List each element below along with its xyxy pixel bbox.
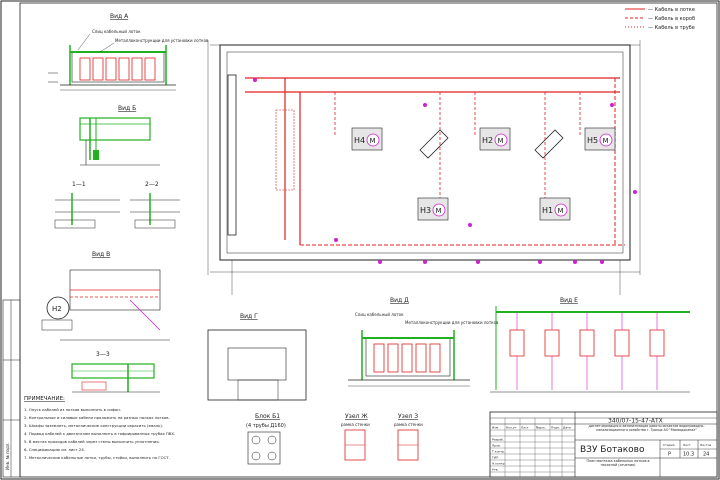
tb-role-ncontrol: Н.контр.	[492, 462, 505, 466]
section-1-title: 1—1	[72, 181, 86, 188]
view-a-tray-label: Слиц кабельный лоток	[92, 29, 141, 34]
stamp-label: Инв. № подл.	[5, 442, 10, 470]
view-v: Вид В Н2	[41, 251, 170, 341]
drawing-frame	[19, 2, 718, 478]
block-title: Блок Б1	[255, 413, 280, 420]
node-zh-sub: рамка стенки	[341, 422, 370, 427]
note-3: 3. Шкафы заземлить, металлические констр…	[24, 423, 163, 428]
motor-n2-label: Н2	[482, 136, 493, 145]
view-e-title: Вид Е	[560, 297, 578, 304]
tb-role-approve: Утв.	[492, 468, 498, 472]
notes-header: ПРИМЕЧАНИЕ:	[24, 396, 65, 402]
motor-n4-label: Н4	[354, 136, 365, 145]
section-2-title: 2—2	[145, 181, 159, 188]
tb-col-izm: Изм.	[492, 426, 499, 430]
legend: — Кабель в лотке — Кабель в короб — Кабе…	[625, 7, 695, 31]
binding-stamp: Инв. № подл.	[2, 299, 21, 478]
note-2: 2. Контрольные и силовые кабели проложит…	[24, 415, 170, 420]
motor-n3-label: Н3	[420, 206, 431, 215]
tb-object: ВЗУ Ботаково	[580, 445, 645, 455]
tb-description: Диспетчеризация и автоматизация работы о…	[588, 425, 705, 432]
motor-n5-symbol: М	[603, 137, 609, 145]
tb-code: 340/07-15-47-АТХ	[608, 418, 663, 425]
legend-item-box: — Кабель в короб	[648, 16, 695, 22]
view-d-title: Вид Д	[390, 297, 409, 304]
notes: ПРИМЕЧАНИЕ: 1. Опуск кабелей из лотков в…	[24, 396, 175, 460]
view-a-title: Вид А	[110, 13, 129, 20]
motor-n2-symbol: М	[498, 137, 504, 145]
tb-sheet-value: 10.3	[683, 452, 694, 458]
tb-sheet-label: Лист	[683, 443, 691, 447]
tb-col-doc: №док.	[536, 426, 546, 430]
tb-role-gip: ГИП	[492, 456, 498, 460]
view-a: Вид А Слиц кабельный лоток Металлоконстр…	[48, 13, 209, 91]
motor-n5: Н5 М	[584, 127, 616, 151]
motor-n4-symbol: М	[370, 137, 376, 145]
motor-n1: Н1 М	[539, 197, 571, 221]
note-1: 1. Опуск кабелей из лотков выполнить в с…	[24, 407, 121, 412]
view-d: Вид Д Слиц кабельный лоток Металлоконстр…	[348, 297, 499, 387]
motor-n3: Н3 М	[417, 197, 449, 221]
note-7: 7. Металлические кабельные лотки, трубы,…	[24, 455, 170, 460]
tb-col-list: Лист	[521, 426, 529, 430]
view-g: Вид Г	[207, 313, 307, 401]
note-4: 4. Подвод кабелей к двигателям выполнить…	[24, 431, 175, 436]
note-6: 6. Спецификацию см. лист 24.	[24, 447, 85, 452]
pump-h2-symbol	[46, 296, 70, 320]
tb-drawing-title-box: План монтажа кабельных лотков в насосной…	[586, 459, 650, 468]
motor-n1-symbol: М	[558, 207, 564, 215]
view-e: Вид Е	[490, 297, 690, 393]
tb-stage-label: Стадия	[663, 443, 675, 447]
tb-description-box: Диспетчеризация и автоматизация работы о…	[588, 425, 705, 432]
legend-item-pipe: — Кабель в трубе	[648, 25, 695, 31]
view-b: Вид Б	[79, 105, 160, 166]
note-5: 5. В местах проходов кабелей через стены…	[24, 439, 160, 444]
view-d-tray-label: Слиц кабельный лоток	[355, 312, 404, 317]
tb-col-kol: Кол.уч	[506, 426, 517, 430]
section-3-title: 3—3	[96, 351, 110, 358]
motor-n3-symbol: М	[436, 207, 442, 215]
tb-drawing-title: План монтажа кабельных лотков в насосной…	[586, 459, 650, 468]
main-plan	[207, 40, 641, 295]
nodes: Узел Ж рамка стенки Узел З рамка стенки	[341, 413, 423, 461]
tb-stage-value: Р	[668, 452, 671, 458]
node-z-title: Узел З	[398, 413, 418, 420]
node-zh-title: Узел Ж	[345, 413, 368, 420]
legend-item-tray: — Кабель в лотке	[648, 7, 695, 13]
tb-role-tcontrol: Т.контр.	[491, 450, 505, 454]
view-v-title: Вид В	[92, 251, 110, 258]
node-z-sub: рамка стенки	[394, 422, 423, 427]
motor-n4: Н4 М	[351, 127, 383, 151]
block-b1: Блок Б1 (4 трубы Д160)	[246, 413, 286, 465]
tb-col-date: Дата	[563, 426, 571, 430]
motor-n5-label: Н5	[587, 136, 598, 145]
tb-role-dev: Разраб.	[492, 438, 504, 442]
section-3: 3—3	[71, 351, 160, 393]
view-v-pump-label: Н2	[52, 305, 62, 313]
view-d-struct-label: Металлоконструкции для установки лотков	[405, 320, 499, 325]
title-block: Изм. Кол.уч Лист №док. Подп. Дата Разраб…	[489, 411, 718, 478]
motor-n1-label: Н1	[542, 206, 553, 215]
view-g-title: Вид Г	[240, 313, 258, 320]
sections-1-2: 1—1 2—2	[54, 181, 180, 229]
tb-sheets-value: 24	[703, 452, 709, 458]
block-subtitle: (4 трубы Д160)	[246, 423, 286, 429]
tb-sheets-label: Листов	[700, 443, 711, 447]
view-b-title: Вид Б	[118, 105, 136, 112]
view-a-struct-label: Металлоконструкции для установки лотков	[115, 38, 209, 43]
tb-role-check: Пров.	[492, 444, 501, 448]
motor-n2: Н2 М	[479, 127, 511, 151]
tb-col-sign: Подп.	[551, 426, 560, 430]
